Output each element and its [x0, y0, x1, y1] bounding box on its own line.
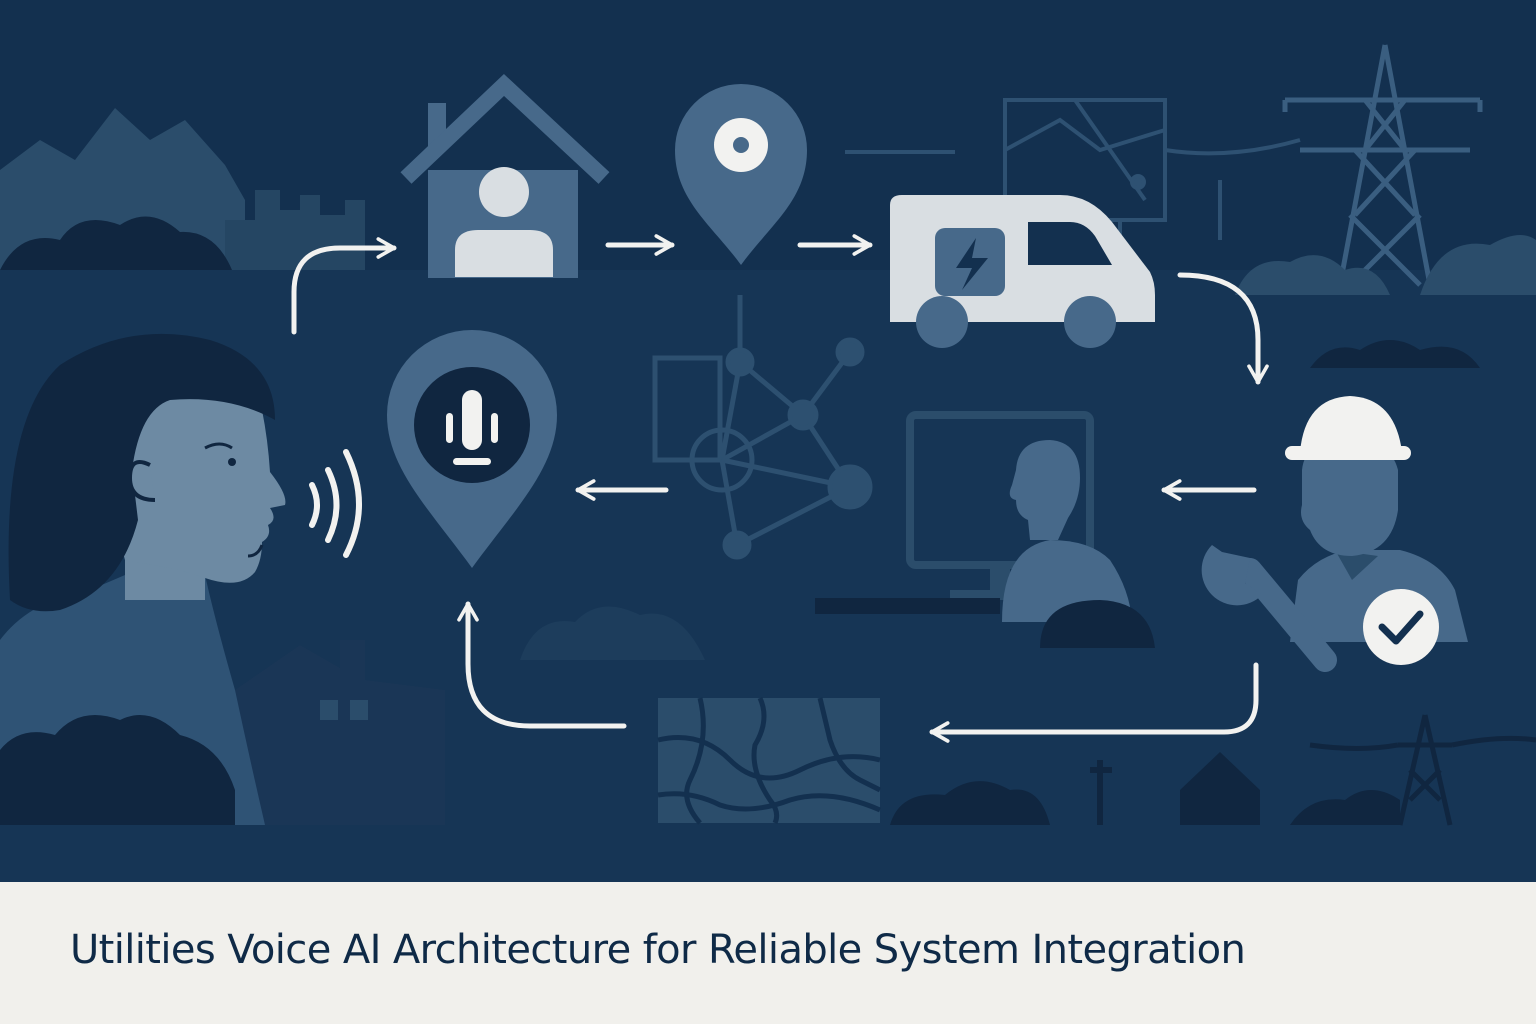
sound-waves-icon: [309, 449, 362, 558]
street-map-icon: [657, 696, 882, 825]
arrow-map-to-voice: [457, 601, 627, 729]
architecture-illustration: [0, 0, 1536, 882]
lower-scenery: [235, 606, 1400, 825]
voice-microphone-pin-icon: [387, 330, 557, 568]
power-tower-icon: [1282, 44, 1483, 287]
checkmark-icon: [1363, 589, 1439, 665]
caption-title: Utilities Voice AI Architecture for Reli…: [70, 927, 1246, 973]
customer-home-icon: [400, 74, 610, 278]
flow-arrows: [291, 234, 1269, 743]
arrow-voice-to-home: [291, 237, 397, 335]
person-speaking-icon: [0, 333, 286, 825]
trees-top-right: [1235, 235, 1536, 368]
service-van-icon: [890, 195, 1155, 348]
location-pin-icon: [675, 84, 807, 265]
wrench-icon: [1201, 545, 1337, 672]
power-tower-icon: [1309, 714, 1536, 826]
network-graph-icon: [652, 295, 873, 560]
dispatcher-monitor-icon: [815, 411, 1155, 648]
caption-band: [0, 882, 1536, 1024]
arrow-technician-to-map: [929, 662, 1259, 743]
grid-lines-top-right: [845, 98, 1301, 250]
arrow-van-to-technician: [1177, 272, 1269, 385]
